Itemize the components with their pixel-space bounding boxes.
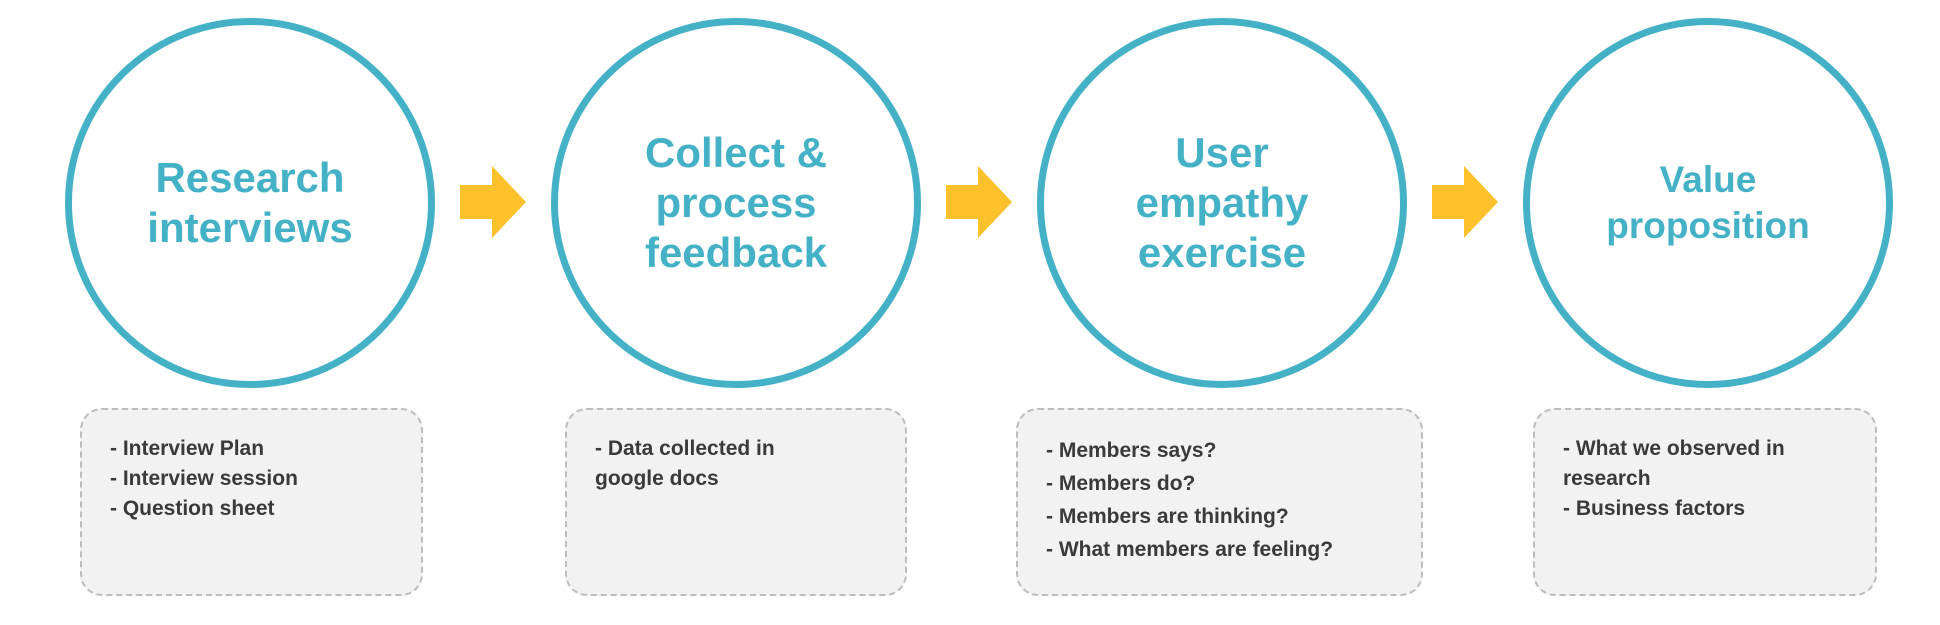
notes-item: - What members are feeling? [1046, 538, 1334, 561]
step-title: Collect & process feedback [645, 128, 827, 278]
step-title-line: Value [1659, 159, 1757, 200]
notes-list: - Data collected in google docs [595, 434, 885, 494]
step-title-line: feedback [644, 229, 828, 276]
notes-item: research [1563, 467, 1651, 490]
right-arrow-icon [1432, 166, 1498, 238]
step-title-line: exercise [1137, 229, 1307, 276]
notes-box-value-proposition: - What we observed in research - Busines… [1533, 408, 1877, 596]
notes-item: - Data collected in [595, 437, 775, 460]
step-title-line: Research [155, 154, 345, 201]
notes-box-user-empathy: - Members says? - Members do? - Members … [1016, 408, 1423, 596]
notes-item: - Interview session [110, 467, 298, 490]
step-title-line: process [655, 179, 817, 226]
notes-item: - Members are thinking? [1046, 505, 1289, 528]
right-arrow-icon [946, 166, 1012, 238]
notes-item: - Business factors [1563, 497, 1746, 520]
notes-box-research-interviews: - Interview Plan - Interview session - Q… [80, 408, 423, 596]
step-title: Value proposition [1606, 157, 1809, 249]
step-title: Research interviews [147, 153, 352, 253]
step-circle-user-empathy: User empathy exercise [1037, 18, 1407, 388]
step-title-line: empathy [1135, 179, 1309, 226]
step-title-line: interviews [147, 204, 353, 251]
notes-item: google docs [595, 467, 719, 490]
step-title-line: proposition [1606, 205, 1810, 246]
notes-item: - Question sheet [110, 497, 275, 520]
notes-list: - Members says? - Members do? - Members … [1046, 434, 1401, 566]
step-circle-value-proposition: Value proposition [1523, 18, 1893, 388]
notes-list: - What we observed in research - Busines… [1563, 434, 1855, 524]
step-circle-collect-feedback: Collect & process feedback [551, 18, 921, 388]
right-arrow-icon [460, 166, 526, 238]
step-title-line: User [1175, 129, 1269, 176]
notes-box-collect-feedback: - Data collected in google docs [565, 408, 907, 596]
step-title: User empathy exercise [1136, 128, 1309, 278]
step-title-line: Collect & [644, 129, 828, 176]
notes-item: - Interview Plan [110, 437, 265, 460]
notes-list: - Interview Plan - Interview session - Q… [110, 434, 401, 524]
notes-item: - Members do? [1046, 472, 1196, 495]
notes-item: - What we observed in [1563, 437, 1785, 460]
step-circle-research-interviews: Research interviews [65, 18, 435, 388]
notes-item: - Members says? [1046, 439, 1217, 462]
